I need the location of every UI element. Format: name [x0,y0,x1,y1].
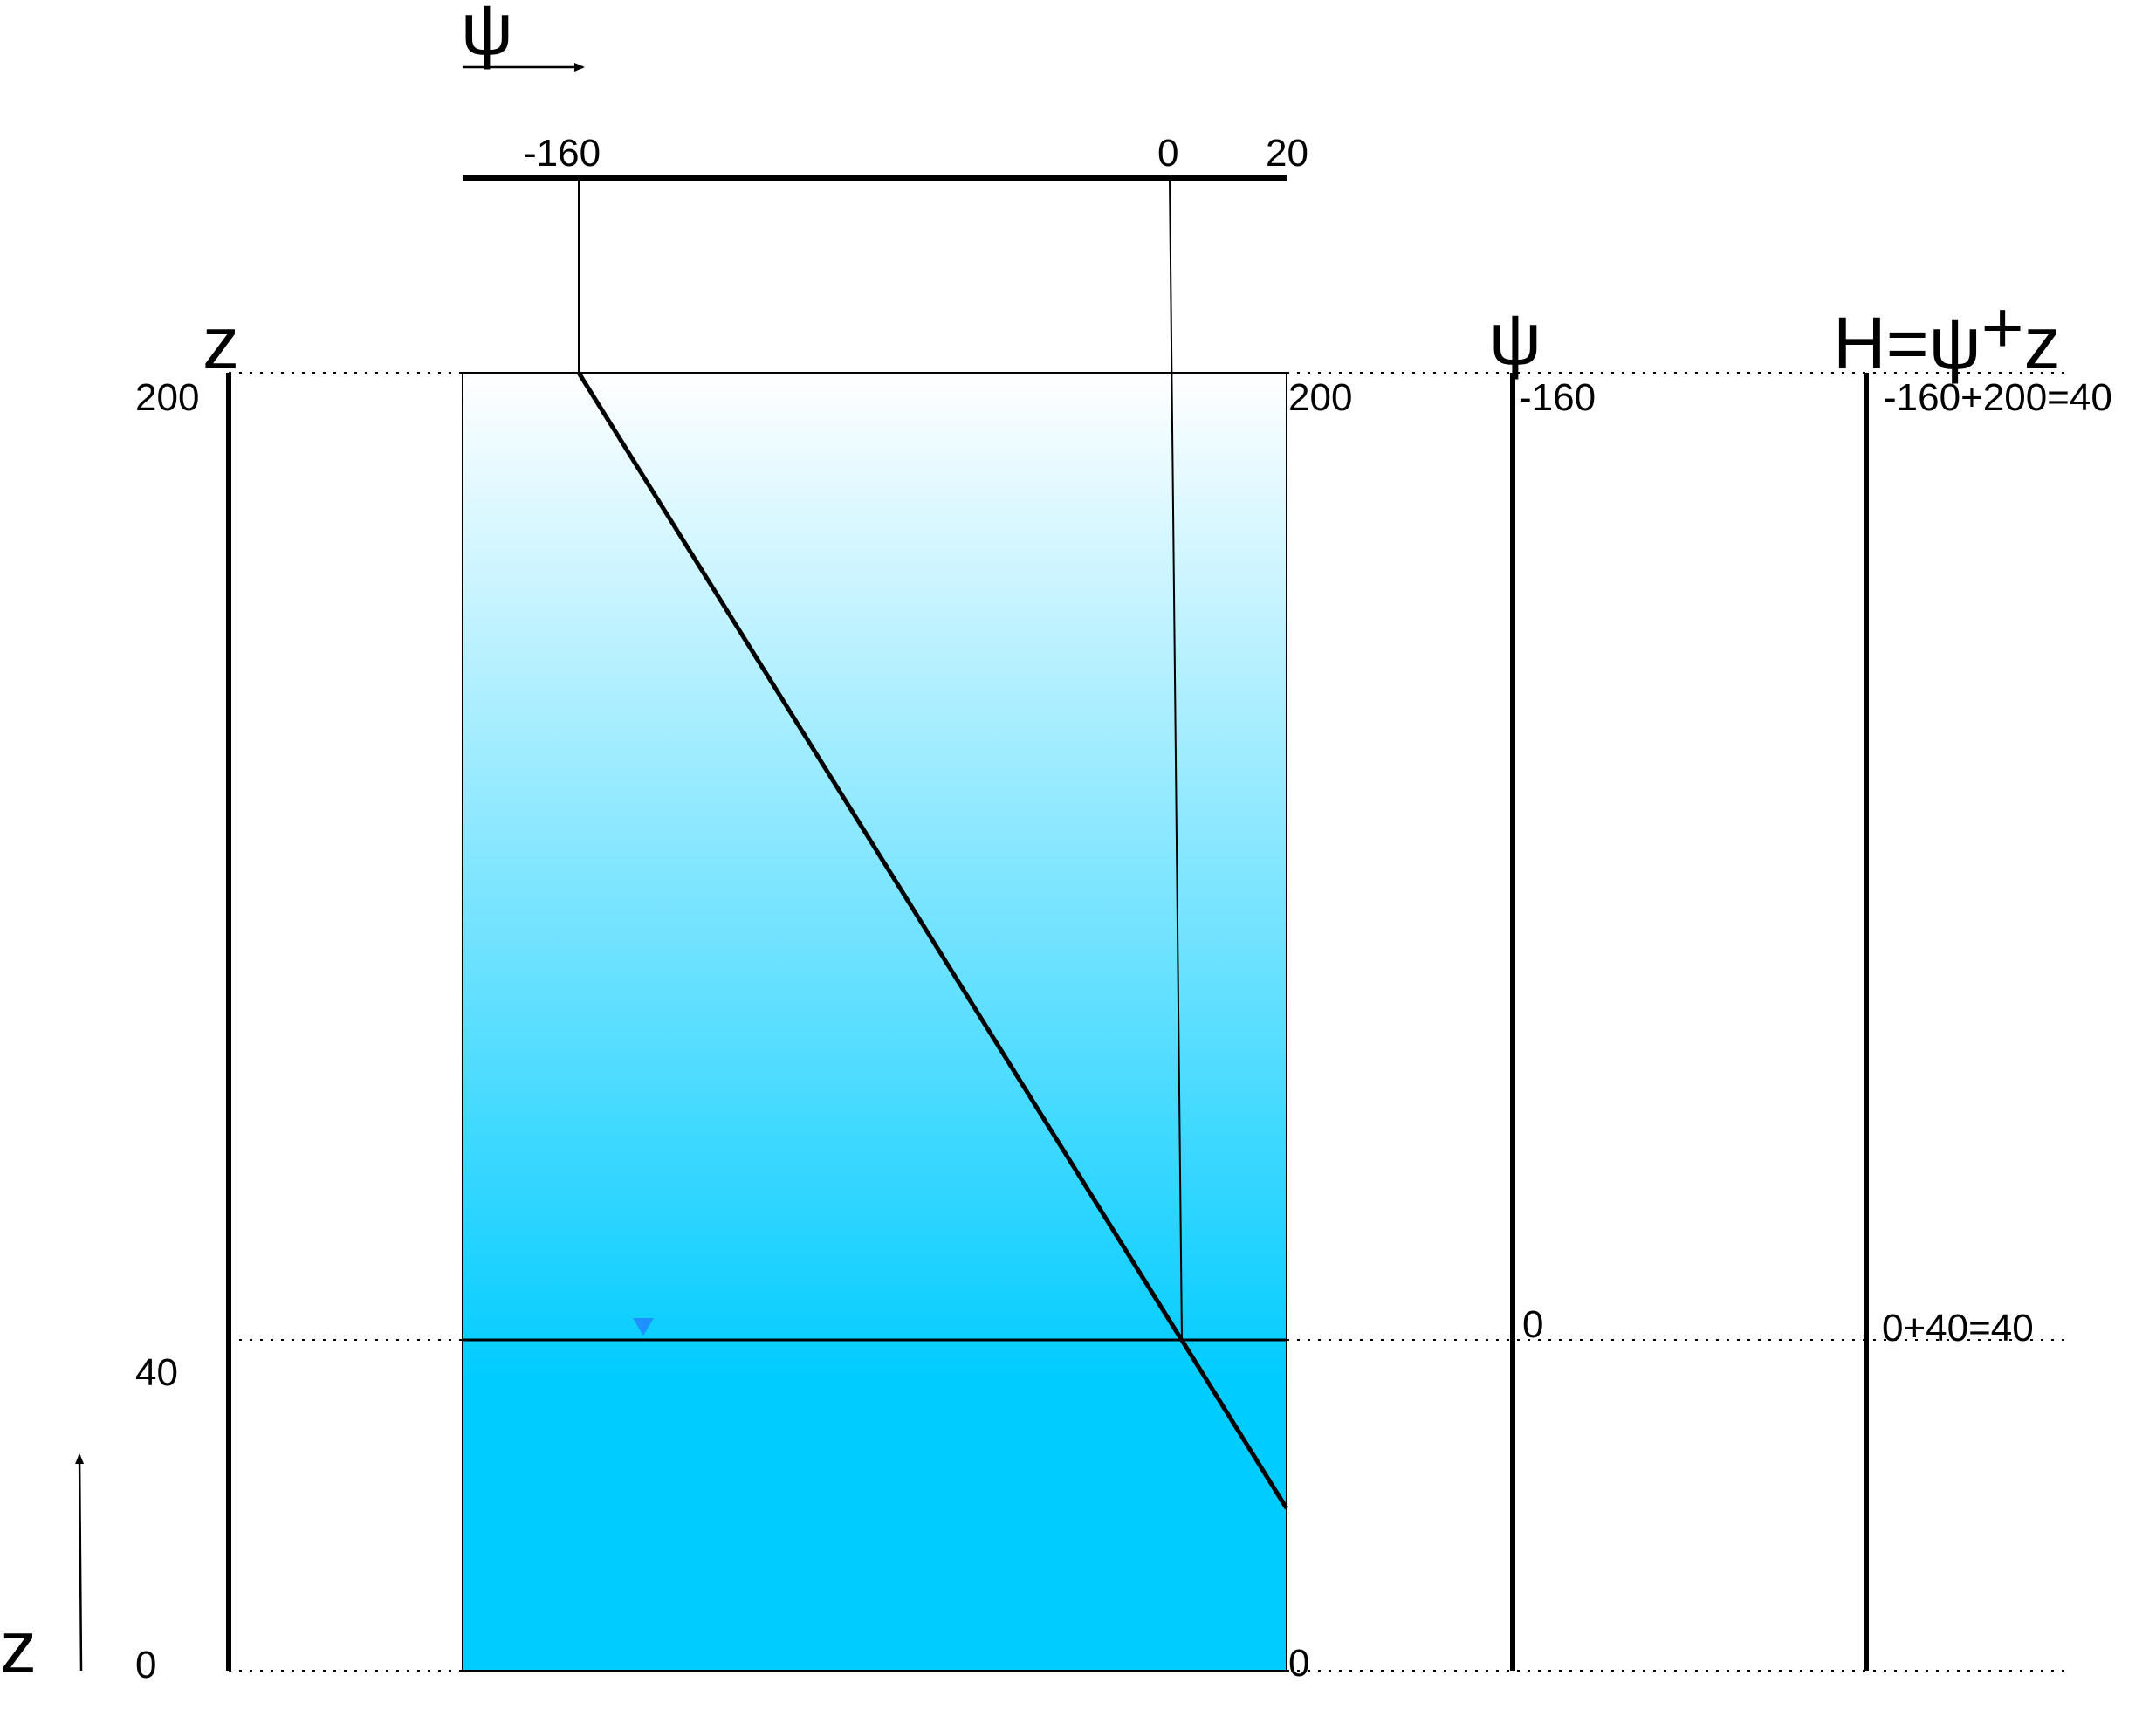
z-axis-label-0: 0 [135,1644,156,1686]
h-column-wt-value: 0+40=40 [1882,1307,2034,1349]
box-right-label-0: 0 [1288,1642,1309,1685]
h-column-top-value: -160+200=40 [1884,376,2112,419]
psi-column-top-value: -160 [1519,376,1596,419]
psi-axis-symbol: ψ [461,0,513,70]
z-direction-arrow [75,1453,85,1672]
psi-profile-line [576,371,1289,1510]
h-column-header: H=ψ+z [1833,286,2061,384]
psi-column-header: ψ [1489,298,1541,380]
z-axis-label-40: 40 [135,1351,178,1394]
z-axis-symbol: z [203,302,239,384]
top-axis-label-0: 0 [1157,132,1178,175]
bottom-left-z-symbol: z [0,1606,37,1688]
psi-column-wt-value: 0 [1522,1303,1543,1346]
soil-column [462,372,1287,1672]
z-axis-label-200: 200 [135,376,199,419]
water-table-marker [633,1318,654,1336]
h-column-header-z: z [2024,302,2061,384]
h-column-header-h: H= [1833,302,1929,384]
top-axis-label-20: 20 [1266,132,1308,175]
top-axis-label-m160: -160 [524,132,601,175]
h-column-header-plus: + [1981,286,2024,368]
box-right-label-200: 200 [1288,376,1352,419]
h-column-header-psi: ψ [1929,302,1981,384]
projection-line-0 [1169,177,1183,1341]
